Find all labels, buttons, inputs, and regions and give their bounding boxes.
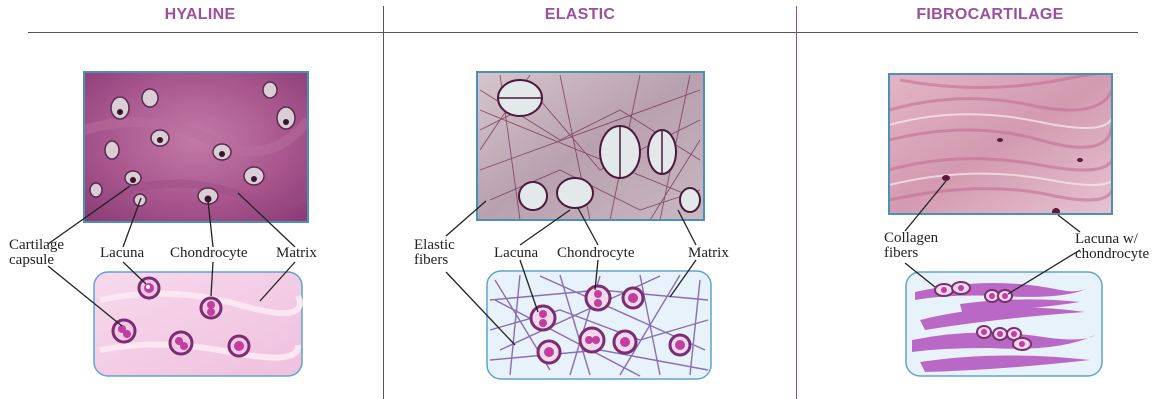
label-lacuna-with-chondrocyte: Lacuna w/ chondrocyte — [1075, 232, 1149, 262]
label-cartilage-capsule: Cartilage capsule — [9, 238, 64, 268]
label-cartilage-capsule-line2: capsule — [9, 253, 64, 268]
label-lacuna-with-chondrocyte-line1: Lacuna w/ — [1075, 232, 1149, 247]
label-collagen-fibers-line2: fibers — [884, 246, 938, 261]
fibrocartilage-micrograph — [889, 71, 1119, 216]
fibrocartilage-schematic — [906, 272, 1102, 376]
label-hyaline-lacuna: Lacuna — [100, 246, 144, 261]
elastic-micrograph — [477, 72, 704, 220]
label-hyaline-matrix: Matrix — [276, 246, 317, 261]
label-elastic-matrix: Matrix — [688, 246, 729, 261]
label-collagen-fibers: Collagen fibers — [884, 231, 938, 261]
label-elastic-fibers-line2: fibers — [414, 253, 455, 268]
label-elastic-lacuna: Lacuna — [494, 246, 538, 261]
label-elastic-chondrocyte: Chondrocyte — [557, 246, 634, 261]
hyaline-schematic — [94, 272, 302, 376]
label-collagen-fibers-line1: Collagen — [884, 231, 938, 246]
label-cartilage-capsule-line1: Cartilage — [9, 238, 64, 253]
label-lacuna-with-chondrocyte-line2: chondrocyte — [1075, 247, 1149, 262]
hyaline-micrograph — [84, 72, 308, 222]
label-elastic-fibers: Elastic fibers — [414, 238, 455, 268]
label-elastic-fibers-line1: Elastic — [414, 238, 455, 253]
label-hyaline-chondrocyte: Chondrocyte — [170, 246, 247, 261]
